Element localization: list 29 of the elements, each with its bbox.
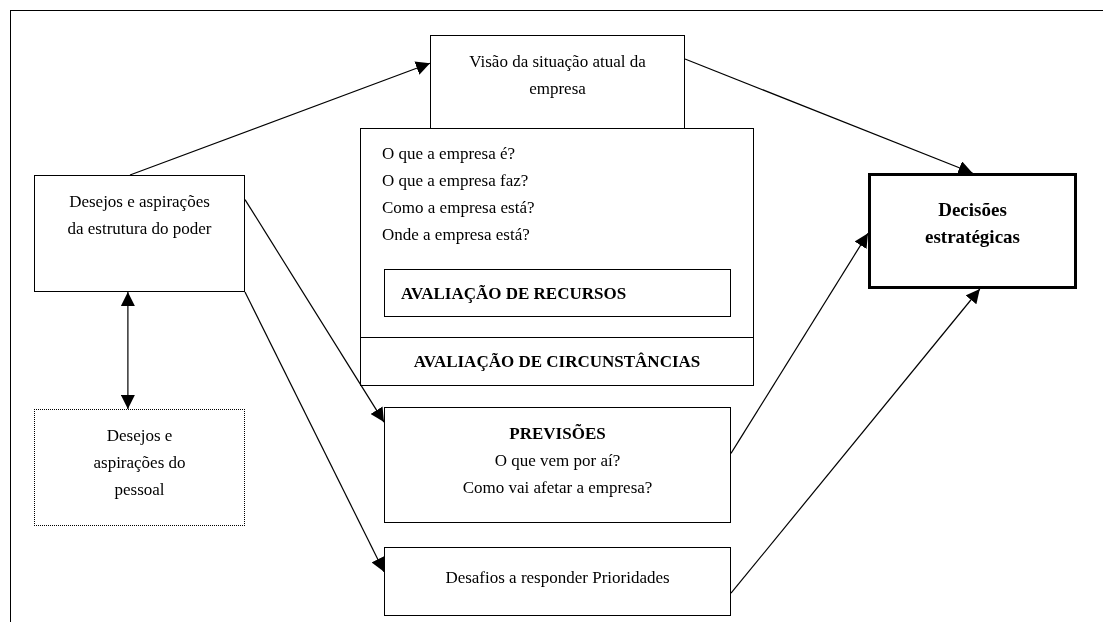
node-text: O que vem por aí? [494,450,621,472]
decision-box [868,173,1077,289]
node-text: PREVISÕES [509,423,606,445]
process-box [360,128,754,386]
node-text: O que a empresa é? [382,143,516,165]
node-text: Onde a empresa está? [382,224,530,246]
arrow [730,288,981,594]
node-text: Como vai afetar a empresa? [462,477,653,499]
process-box [384,407,731,523]
node-text: Visão da situação atual da empresa [468,51,647,100]
process-box [430,35,685,129]
node-text: Decisões estratégicas [924,198,1021,249]
process-box [384,547,731,616]
process-box [384,269,731,317]
node-text: AVALIAÇÃO DE RECURSOS [401,282,627,305]
process-box [34,409,245,526]
arrow [684,58,974,175]
arrow [244,198,385,423]
arrow [730,232,869,454]
node-text: Desafios a responder Prioridades [445,567,670,589]
arrow [120,291,135,410]
node-text: AVALIAÇÃO DE CIRCUNSTÂNCIAS [413,351,701,373]
node-text: Desejos e aspirações da estrutura do poder [66,191,213,240]
node-text: Como a empresa está? [382,197,535,219]
node-text: O que a empresa faz? [382,170,529,192]
node-text: Desejos e aspirações do pessoal [92,425,187,501]
process-box [34,175,245,292]
arrow [244,291,385,573]
arrow [129,61,431,176]
